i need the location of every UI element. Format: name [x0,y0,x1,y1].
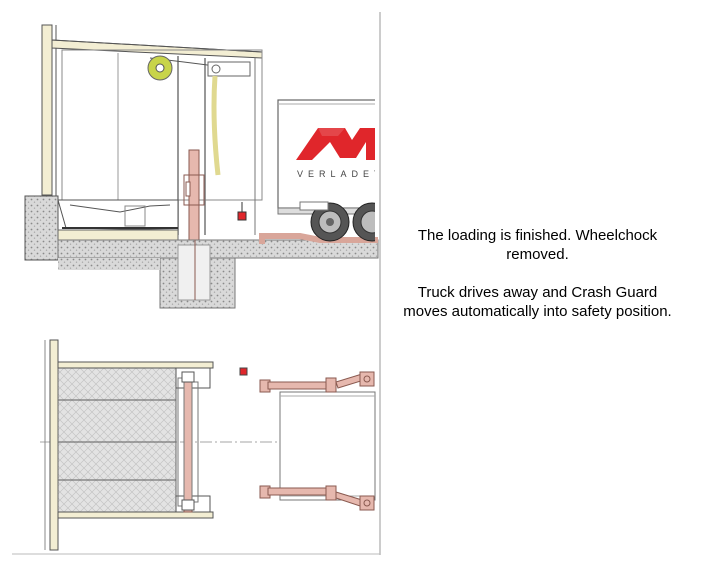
plan-side-wall-top [57,361,214,369]
door-panel-stack [57,364,177,516]
wall-left [41,24,53,196]
plan-wall-left [49,339,59,551]
side-elevation-view: VERLADET [24,24,385,309]
guard-rail-ground [259,233,378,244]
caption: The loading is finished. Wheelchock remo… [400,226,675,321]
canopy-beam [51,39,263,59]
caption-paragraph-2: Truck drives away and Crash Guard moves … [403,284,672,320]
caption-paragraph-1: The loading is finished. Wheelchock remo… [417,227,658,263]
strap [211,75,221,176]
plan-view [40,339,376,551]
crash-guard-arm-upper [259,371,375,393]
crash-guard-arm-lower [259,485,375,511]
dock-base [57,229,179,241]
sensor-marker [237,211,247,221]
trailer-plan [279,391,376,501]
truck-trailer: VERLADET [277,99,385,242]
crash-guard-beam-plan [183,371,193,513]
concrete-left [24,195,59,261]
technical-drawing: VERLADET [12,12,385,555]
plan-side-wall-bottom [57,511,214,519]
trailer-text: VERLADET [297,169,385,179]
trailer-logo [296,128,375,160]
dock-leveller [57,199,179,231]
